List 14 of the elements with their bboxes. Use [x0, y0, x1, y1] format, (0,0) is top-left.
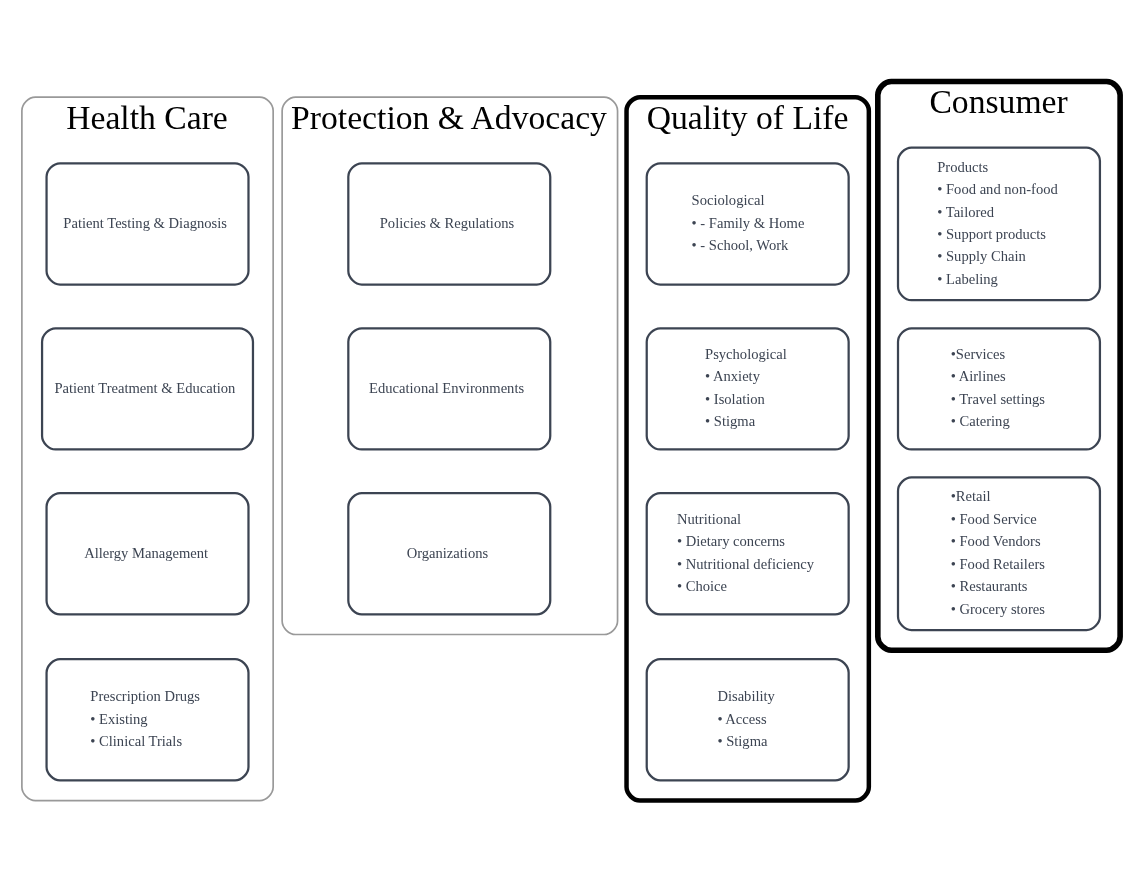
- node-box: Disability • Access • Stigma: [645, 658, 850, 782]
- node-box: Psychological • Anxiety • Isolation • Stigma: [645, 327, 850, 451]
- node-box: •Services • Airlines • Travel settings • Catering: [896, 327, 1102, 451]
- node-box: Allergy Management: [45, 492, 250, 616]
- node-box: Policies & Regulations: [347, 162, 552, 286]
- node-box: Educational Environments: [347, 327, 552, 451]
- node-box: Patient Treatment & Education: [40, 327, 255, 451]
- node-box: Products • Food and non-food • Tailored • Support products • Supply Chain • Labeling: [896, 146, 1102, 302]
- node-box: Prescription Drugs • Existing • Clinical Trials: [45, 658, 250, 782]
- node-box: Organizations: [347, 492, 552, 616]
- node-box: Patient Testing & Diagnosis: [45, 162, 250, 286]
- node-box: Nutritional • Dietary concerns • Nutritional deficiency • Choice: [645, 492, 850, 616]
- node-box: Sociological • - Family & Home • - School, Work: [645, 162, 850, 286]
- node-box: •Retail • Food Service • Food Vendors • Food Retailers • Restaurants • Grocery stores: [896, 476, 1102, 632]
